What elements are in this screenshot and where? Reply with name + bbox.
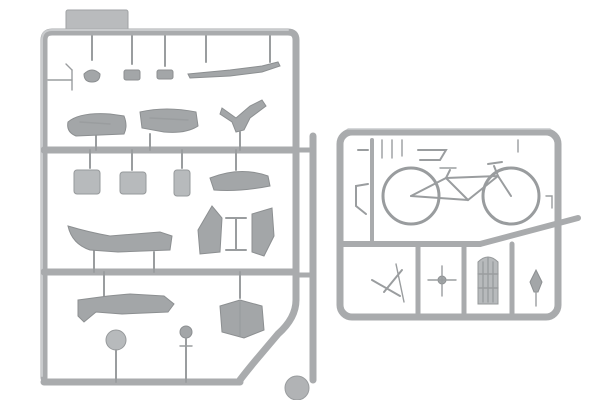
satchel-part-3 [173,169,191,197]
sprue-gate-stub [284,375,310,400]
torso-part-2 [139,108,199,133]
frame-left [40,28,300,384]
jacket-part [219,299,265,339]
sleeve-part [209,171,271,191]
satchel-part-1 [73,169,101,195]
small-part-1 [83,69,101,83]
front-wheel [381,166,441,226]
small-fitting-part [179,325,193,383]
arms-part [219,99,267,133]
rear-wheel [481,166,541,226]
bicycle-sprue [336,128,581,321]
vest-part [197,205,275,257]
satchel-part-2 [119,171,147,195]
small-part-2 [123,69,141,81]
lamp-part [529,268,543,307]
pedal-part [427,265,457,297]
h-runner-piece [225,217,247,251]
stand-part [371,263,405,303]
legs-part-1 [67,225,173,253]
small-part-3 [156,69,174,80]
small-lever-part [47,63,73,91]
torso-part-1 [67,113,127,137]
hook-part [355,183,369,215]
handlebar-part [417,149,448,161]
bicycle-part [381,161,541,226]
rifle-part [187,61,281,79]
mirror-part [105,329,127,383]
basket-part [477,256,499,305]
legs-part-2 [77,293,175,323]
figures-sprue [40,9,317,400]
